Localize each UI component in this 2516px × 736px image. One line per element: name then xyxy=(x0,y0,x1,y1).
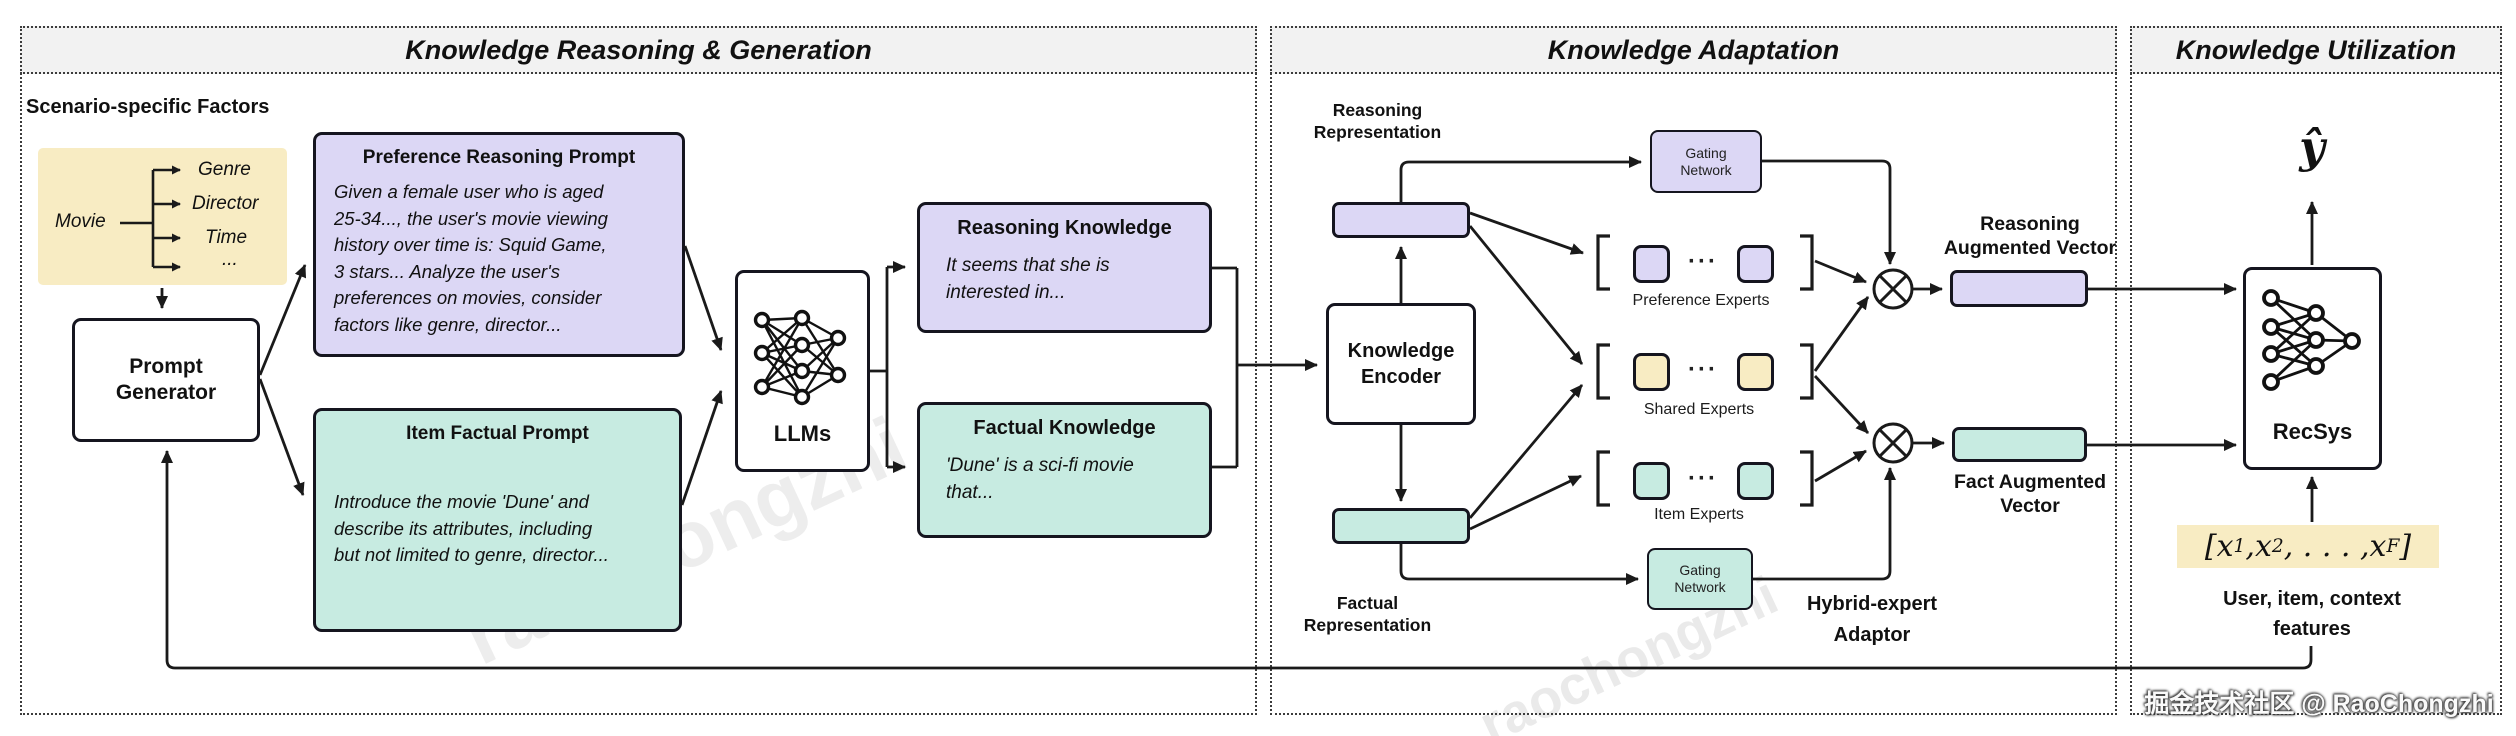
factual-knowledge-body: 'Dune' is a sci-fi movie that... xyxy=(946,455,1134,503)
panel-title-utilization: Knowledge Utilization xyxy=(2175,34,2457,65)
item-factual-prompt-box: Item Factual Prompt Introduce the movie … xyxy=(313,408,682,632)
prompt-generator-label: Prompt Generator xyxy=(115,355,217,404)
features-sub-F: F xyxy=(2386,536,2400,557)
features-close-bracket: ] xyxy=(2399,529,2412,564)
scenario-factors-label: Scenario-specific Factors xyxy=(26,96,270,118)
prompt-generator-box: Prompt Generator xyxy=(72,318,260,442)
preference-expert-square xyxy=(1737,245,1774,283)
reasoning-augmented-vector-label: Reasoning Augmented Vector xyxy=(1943,213,2117,259)
item-experts-label: Item Experts xyxy=(1654,506,1744,523)
factor-time: Time xyxy=(205,227,248,248)
reasoning-knowledge-box: Reasoning Knowledge It seems that she is… xyxy=(917,202,1212,333)
recsys-box: RecSys xyxy=(2243,267,2382,470)
movie-node: Movie xyxy=(55,211,106,232)
item-expert-square xyxy=(1737,462,1774,500)
factual-knowledge-box: Factual Knowledge 'Dune' is a sci-fi mov… xyxy=(917,402,1212,538)
preference-experts-label: Preference Experts xyxy=(1632,292,1770,309)
features-dots: , . . . , xyxy=(2283,529,2370,564)
llms-box: LLMs xyxy=(735,270,870,472)
reasoning-representation-label: Reasoning Representation xyxy=(1313,100,1442,142)
preference-expert-square xyxy=(1633,245,1670,283)
item-prompt-title: Item Factual Prompt xyxy=(406,423,589,444)
community-watermark-badge: 掘金技术社区 @ RaoChongzhi xyxy=(2144,690,2494,718)
llms-label: LLMs xyxy=(773,421,832,446)
features-x1: x xyxy=(2216,529,2234,564)
panel-title-adaptation: Knowledge Adaptation xyxy=(1547,34,1840,65)
shared-experts-dots: ··· xyxy=(1688,356,1718,383)
gating-network-top-label: Gating Network xyxy=(1680,144,1732,178)
reasoning-augmented-vector-bar xyxy=(1950,270,2088,307)
factor-director: Director xyxy=(192,193,259,214)
panel-title-generation: Knowledge Reasoning & Generation xyxy=(405,34,872,65)
gating-network-bottom-label: Gating Network xyxy=(1674,562,1726,595)
item-experts-dots: ··· xyxy=(1688,465,1718,492)
shared-expert-square xyxy=(1633,353,1670,391)
factual-representation-label: Factual Representation xyxy=(1303,593,1432,635)
factual-representation-bar xyxy=(1332,508,1470,544)
hybrid-expert-adaptor-label: Hybrid-expert Adaptor xyxy=(1806,593,1938,646)
shared-expert-square xyxy=(1737,353,1774,391)
features-x2: x xyxy=(2254,529,2272,564)
item-prompt-body: Introduce the movie 'Dune' and describe … xyxy=(334,491,609,565)
features-open-bracket: [ xyxy=(2204,529,2217,564)
preference-experts-dots: ··· xyxy=(1688,248,1718,275)
preference-prompt-title: Preference Reasoning Prompt xyxy=(362,147,636,168)
features-sub-1: 1 xyxy=(2233,536,2246,557)
panel-header-generation: Knowledge Reasoning & Generation xyxy=(20,26,1257,74)
features-sub-2: 2 xyxy=(2271,536,2284,557)
preference-reasoning-prompt-box: Preference Reasoning Prompt Given a fema… xyxy=(313,132,685,357)
panel-header-adaptation: Knowledge Adaptation xyxy=(1270,26,2117,74)
gating-network-top-box: Gating Network xyxy=(1650,130,1762,193)
preference-prompt-body: Given a female user who is aged 25-34...… xyxy=(334,181,608,335)
panel-header-utilization: Knowledge Utilization xyxy=(2130,26,2502,74)
reasoning-representation-bar xyxy=(1332,202,1470,238)
factor-ellipsis: ... xyxy=(222,249,238,270)
recsys-label: RecSys xyxy=(2272,419,2353,444)
knowledge-encoder-label: Knowledge Encoder xyxy=(1347,340,1455,388)
y-hat-output: ŷ xyxy=(2299,122,2325,173)
knowledge-encoder-box: Knowledge Encoder xyxy=(1326,303,1476,425)
factor-genre: Genre xyxy=(198,159,251,180)
features-caption: User, item, context features xyxy=(2223,588,2401,640)
reasoning-knowledge-body: It seems that she is interested in... xyxy=(946,255,1110,303)
gating-network-bottom-box: Gating Network xyxy=(1647,548,1753,610)
factual-knowledge-title: Factual Knowledge xyxy=(973,417,1156,439)
item-expert-square xyxy=(1633,462,1670,500)
features-xF: x xyxy=(2369,529,2387,564)
reasoning-knowledge-title: Reasoning Knowledge xyxy=(957,217,1172,239)
features-separator: , xyxy=(2245,529,2255,564)
fact-augmented-vector-label: Fact Augmented Vector xyxy=(1953,471,2107,517)
shared-experts-label: Shared Experts xyxy=(1643,401,1755,418)
fact-augmented-vector-bar xyxy=(1952,427,2087,462)
